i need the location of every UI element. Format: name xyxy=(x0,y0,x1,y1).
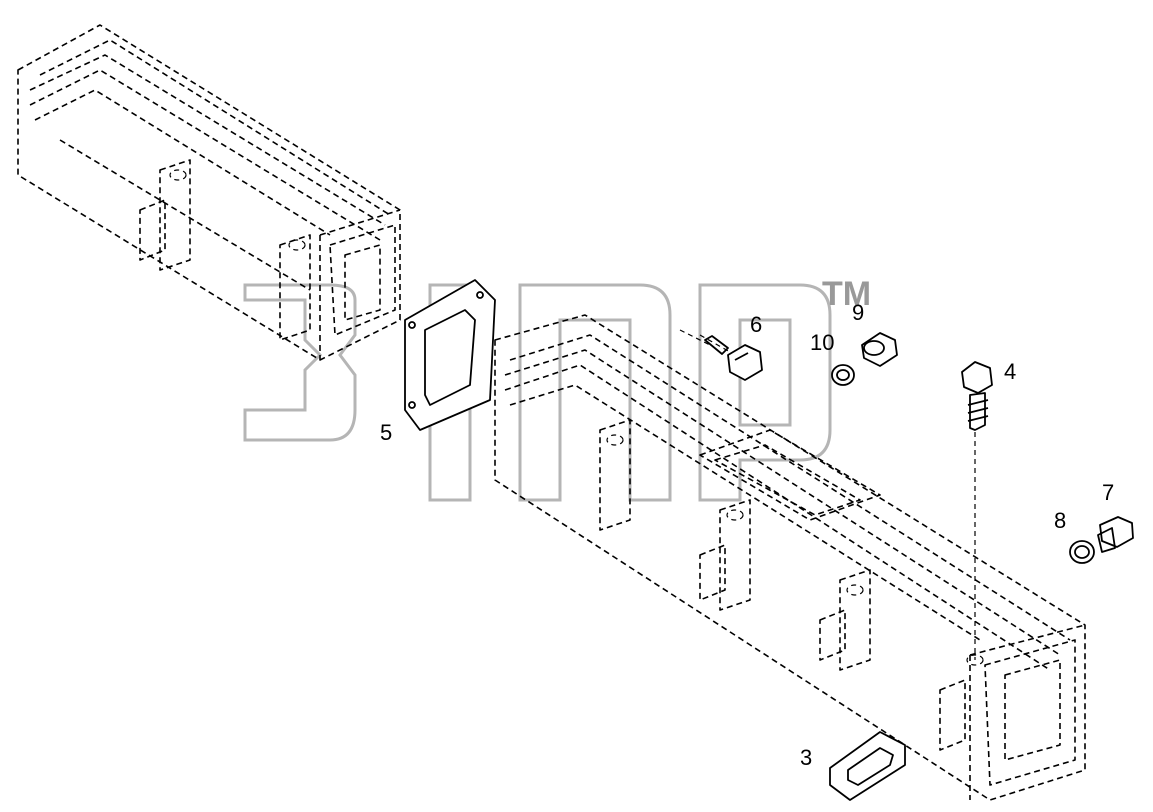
callout-7: 7 xyxy=(1102,480,1114,505)
left-manifold-section xyxy=(17,24,401,361)
plug-part-9 xyxy=(861,332,898,367)
callout-8: 8 xyxy=(1054,508,1066,533)
bolt-part-4 xyxy=(961,361,993,660)
callout-10: 10 xyxy=(810,330,834,355)
right-manifold-section xyxy=(494,314,1086,801)
plug-part-7 xyxy=(1097,516,1134,553)
callout-5: 5 xyxy=(380,420,392,445)
watermark-logo: TM xyxy=(243,275,871,502)
callout-labels: 3 4 5 6 7 8 9 10 xyxy=(380,300,1114,770)
gasket-part-5 xyxy=(404,279,496,431)
callout-6: 6 xyxy=(750,312,762,337)
callout-9: 9 xyxy=(852,300,864,325)
callout-3: 3 xyxy=(800,745,812,770)
washer-part-10 xyxy=(831,364,855,386)
callout-4: 4 xyxy=(1004,359,1016,384)
plug-part-6 xyxy=(699,334,763,381)
washer-part-8 xyxy=(1069,540,1095,564)
gasket-part-3 xyxy=(829,731,906,801)
trademark-mark: TM xyxy=(822,275,871,313)
